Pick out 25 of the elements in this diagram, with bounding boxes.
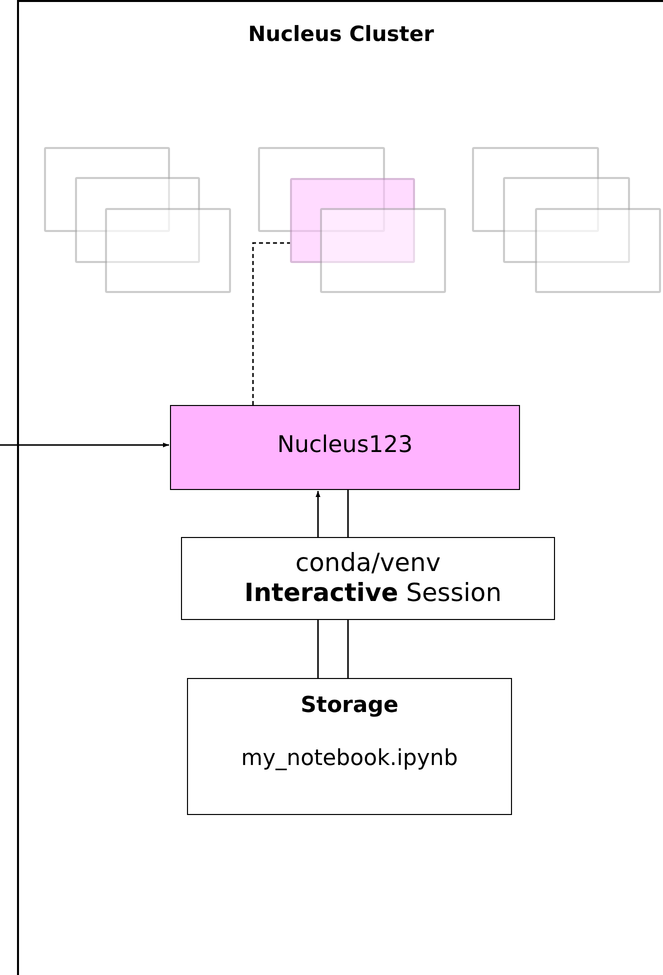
node-box [472, 147, 599, 232]
session-label: Interactive Session [243, 578, 503, 608]
node-box [44, 147, 170, 232]
connector-line [347, 490, 349, 537]
node-label: Nucleus123 [276, 431, 414, 458]
arrow [316, 491, 320, 537]
node-box [535, 208, 661, 293]
active-node-box [290, 178, 415, 263]
node-box [320, 208, 446, 293]
connector-line [317, 620, 319, 678]
file-name: my_notebook.ipynb [240, 745, 459, 771]
environment-label: conda/venv [294, 547, 442, 578]
node-box [170, 405, 520, 490]
cluster-frame [17, 0, 663, 975]
node-box [258, 147, 385, 232]
storage-title: Storage [300, 692, 400, 718]
dashed-connector [252, 242, 290, 405]
storage-box [187, 678, 512, 815]
arrow [0, 442, 169, 448]
cluster-title: Nucleus Cluster [247, 21, 435, 46]
node-box [503, 177, 630, 263]
node-box [75, 177, 200, 263]
connector-line [347, 620, 349, 678]
node-box [105, 208, 231, 293]
session-box [181, 537, 555, 620]
